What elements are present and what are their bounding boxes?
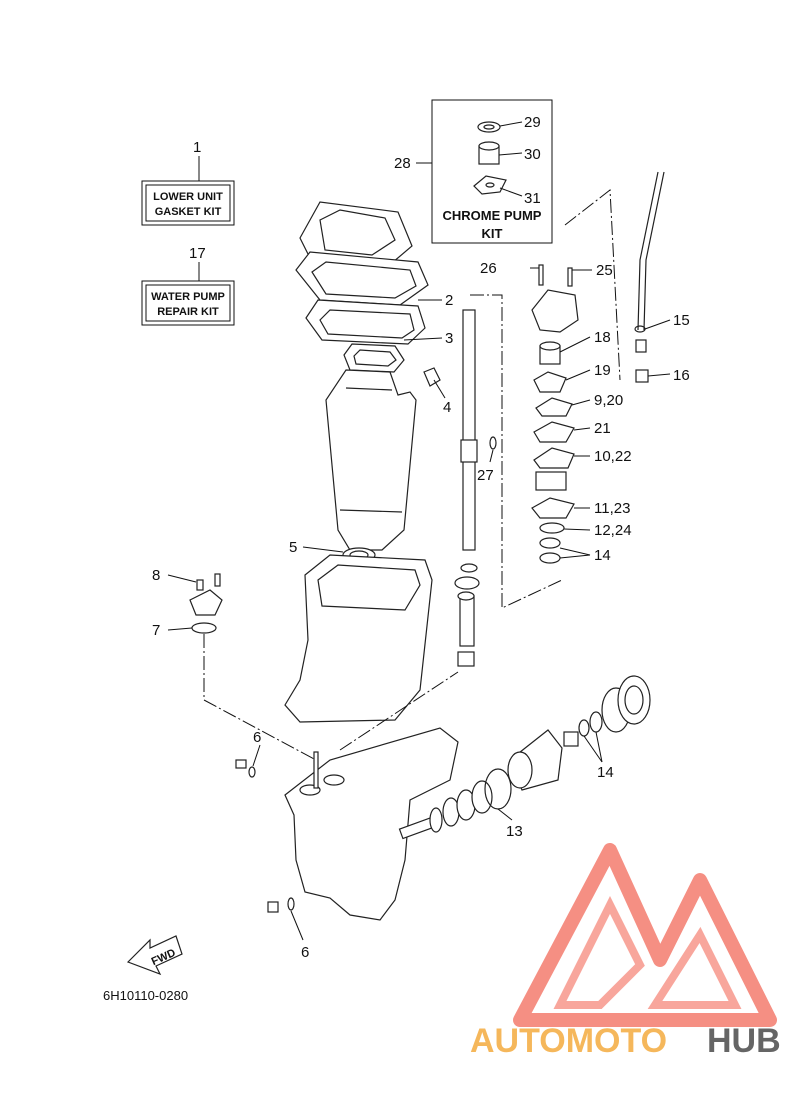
chrome-pump-kit-line1: CHROME PUMP [443, 208, 542, 223]
callout-5: 5 [289, 539, 297, 556]
callout-10-22: 10,22 [594, 448, 632, 465]
lower-unit-kit-line1: LOWER UNIT [153, 191, 223, 203]
lower-unit-gasket-kit-box: LOWER UNIT GASKET KIT [141, 180, 235, 226]
propeller-shaft-parts [398, 675, 651, 840]
callout-21: 21 [594, 420, 611, 437]
callout-29: 29 [524, 114, 541, 131]
callout-8: 8 [152, 567, 160, 584]
diagram-code: 6H10110-0280 [103, 988, 188, 1003]
callout-16: 16 [673, 367, 690, 384]
callout-12-24: 12,24 [594, 522, 632, 539]
callout-9-20: 9,20 [594, 392, 623, 409]
callout-1: 1 [193, 139, 201, 156]
drive-shaft-part [454, 309, 497, 667]
chrome-pump-kit-box: 29 30 31 CHROME PUMP KIT [431, 99, 553, 244]
callout-11-23: 11,23 [594, 500, 630, 517]
callout-30: 30 [524, 146, 541, 163]
water-pump-kit-line1: WATER PUMP [151, 291, 225, 303]
callout-6-upper: 6 [253, 729, 261, 746]
callout-15: 15 [673, 312, 690, 329]
callout-7: 7 [152, 622, 160, 639]
lower-unit-kit-line2: GASKET KIT [155, 206, 222, 218]
callout-3: 3 [445, 330, 453, 347]
water-pump-parts [531, 171, 665, 564]
callout-14-upper: 14 [594, 547, 611, 564]
callout-27: 27 [477, 467, 494, 484]
top-gasket-parts [295, 201, 441, 387]
watermark-logo [513, 843, 777, 1027]
callout-28: 28 [394, 155, 411, 172]
callout-6-lower: 6 [301, 944, 309, 961]
callout-2: 2 [445, 292, 453, 309]
watermark-text-2: HUB [707, 1022, 781, 1060]
water-pump-repair-kit-box: WATER PUMP REPAIR KIT [141, 280, 235, 326]
fwd-arrow-icon: FWD [126, 935, 183, 976]
upper-casing-part [284, 554, 433, 723]
callout-19: 19 [594, 362, 611, 379]
callout-26: 26 [480, 260, 497, 277]
callout-17: 17 [189, 245, 206, 262]
speedometer-part [189, 573, 223, 634]
callout-14-lower: 14 [597, 764, 614, 781]
lower-casing-part [235, 727, 459, 921]
chrome-pump-kit-line2: KIT [482, 226, 503, 241]
callout-18: 18 [594, 329, 611, 346]
callout-4: 4 [443, 399, 451, 416]
watermark-text-1: AUTOMOTO [470, 1022, 667, 1060]
callout-31: 31 [524, 190, 541, 207]
callout-13: 13 [506, 823, 523, 840]
water-pump-kit-line2: REPAIR KIT [157, 306, 219, 318]
exhaust-guide-part [325, 369, 417, 551]
callout-25: 25 [596, 262, 613, 279]
